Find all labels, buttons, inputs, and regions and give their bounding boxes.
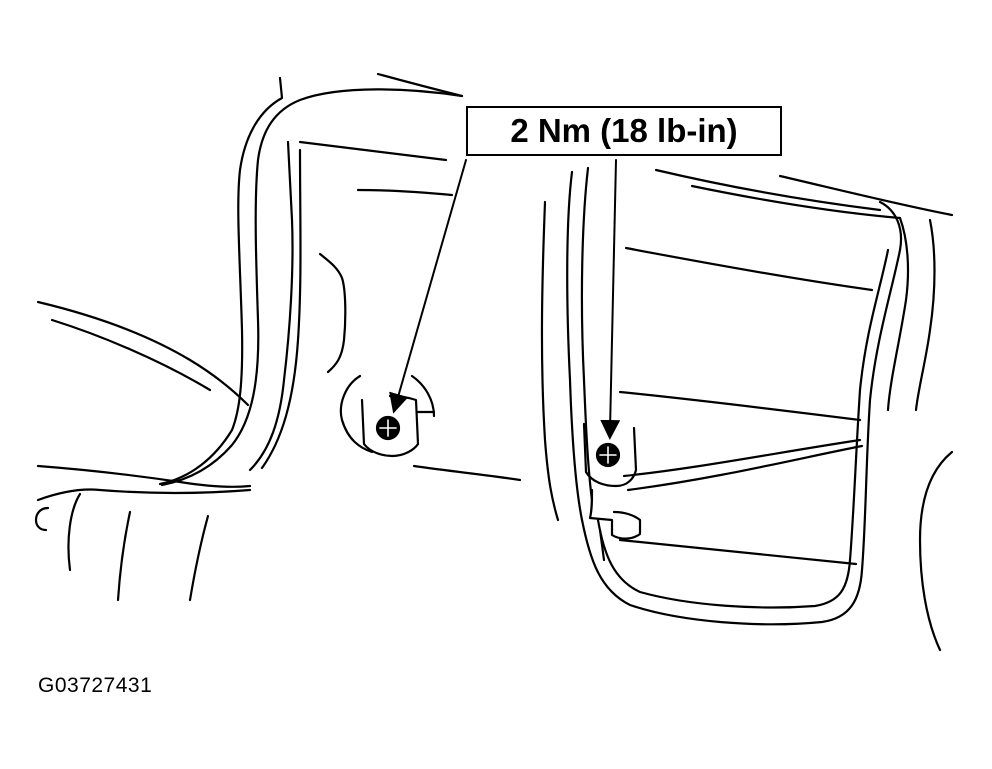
torque-spec-callout: 2 Nm (18 lb-in) — [466, 106, 782, 156]
right-fastener — [582, 422, 642, 562]
center-fastener — [339, 374, 436, 458]
left-panel-outline — [158, 72, 522, 487]
callout-leaders — [389, 159, 621, 440]
torque-spec-label: 2 Nm (18 lb-in) — [510, 112, 738, 149]
left-lower-frame — [34, 300, 252, 602]
right-door-frame — [540, 166, 954, 652]
figure-id-label: G03727431 — [38, 674, 153, 697]
